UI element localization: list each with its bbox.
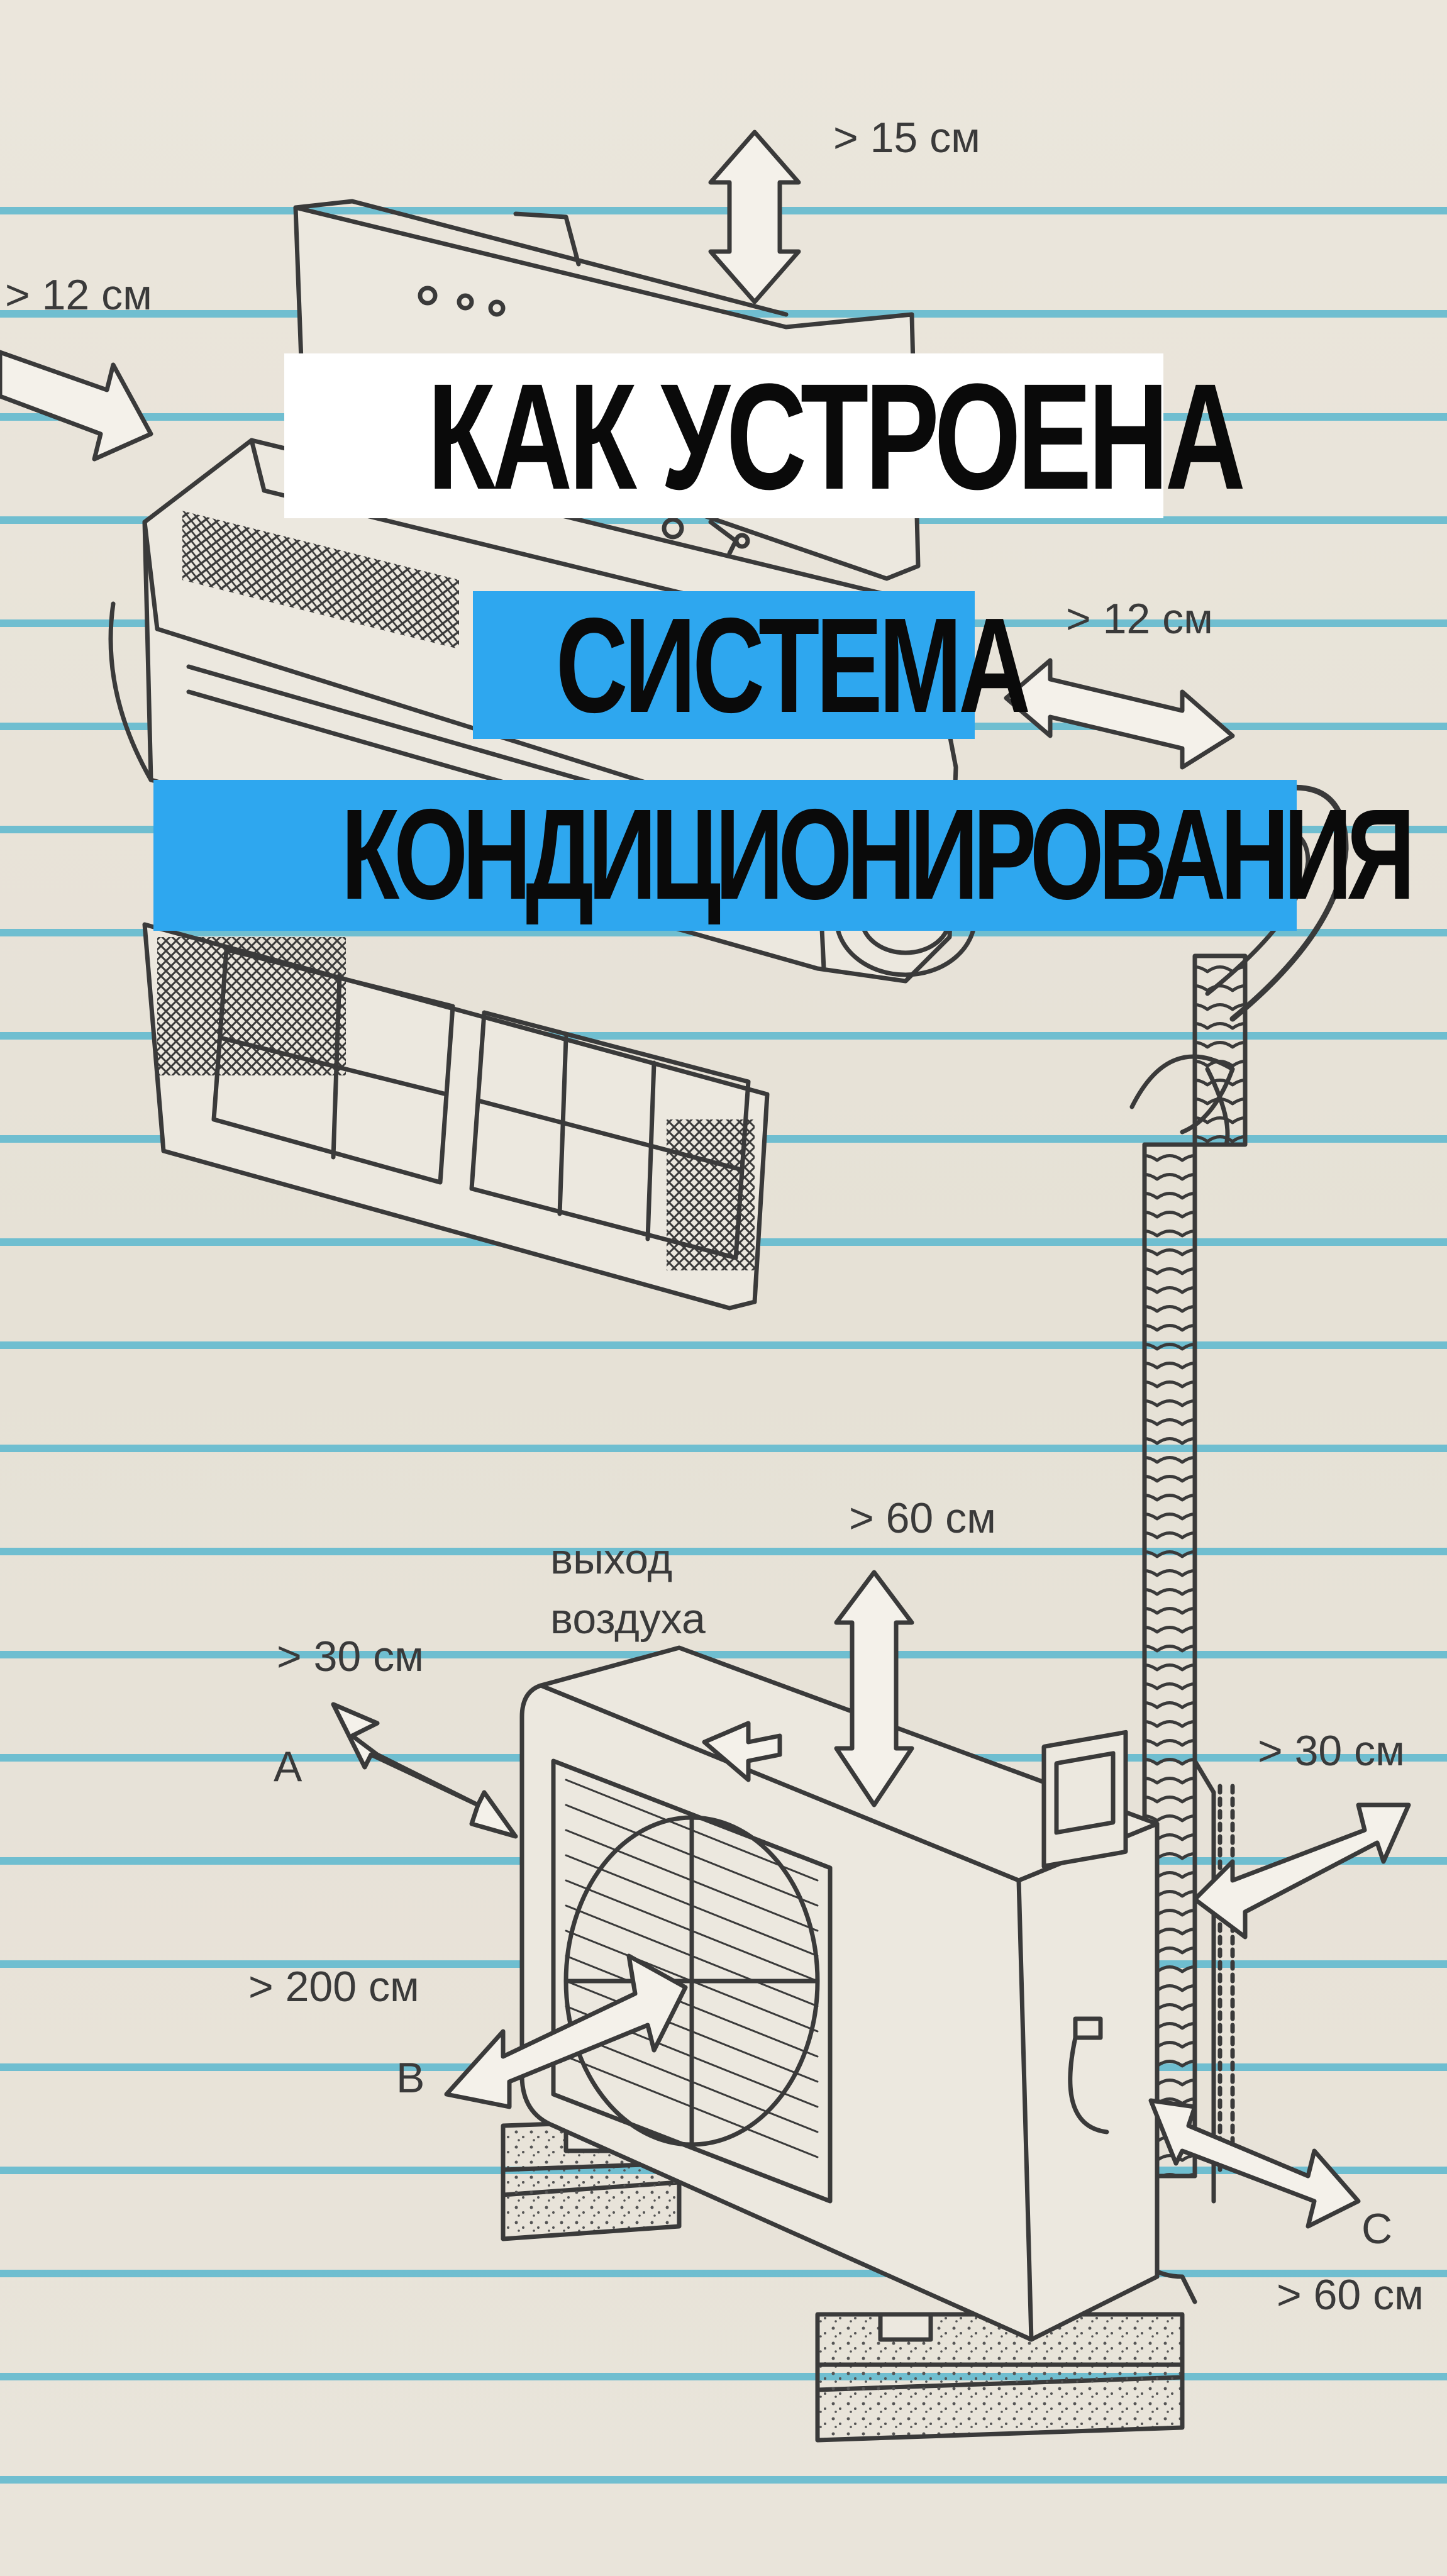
label-outdoor-front: > 200 см: [248, 1963, 419, 2011]
clearance-arrows-outdoor: [331, 1570, 1411, 2229]
label-mark-b: B: [396, 2054, 425, 2102]
label-right-clearance: > 12 см: [1066, 595, 1213, 643]
label-mark-c: C: [1361, 2205, 1393, 2253]
title-line-2-text: СИСТЕМА: [555, 589, 1031, 741]
label-outdoor-top: > 60 см: [849, 1494, 996, 1542]
label-left-clearance: > 12 см: [5, 271, 152, 319]
label-top-clearance: > 15 см: [833, 114, 980, 162]
label-mark-a: A: [274, 1743, 302, 1790]
title-line-3-text: КОНДИЦИОНИРОВАНИЯ: [341, 782, 1415, 926]
label-outdoor-rear: > 30 см: [277, 1633, 424, 1680]
outdoor-unit: [501, 1645, 1235, 2443]
clearance-arrows-indoor: [0, 130, 1235, 770]
title-line-1: КАК УСТРОЕНА: [284, 353, 1246, 518]
title-line-3: КОНДИЦИОНИРОВАНИЯ: [153, 780, 1415, 931]
title-line-1-text: КАК УСТРОЕНА: [427, 352, 1246, 521]
title-line-2: СИСТЕМА: [473, 591, 1031, 739]
label-air-outlet-2: воздуха: [550, 1595, 706, 1643]
label-outdoor-c: > 60 см: [1277, 2271, 1424, 2319]
label-outdoor-side: > 30 см: [1258, 1727, 1405, 1775]
label-air-outlet-1: выход: [550, 1535, 673, 1583]
